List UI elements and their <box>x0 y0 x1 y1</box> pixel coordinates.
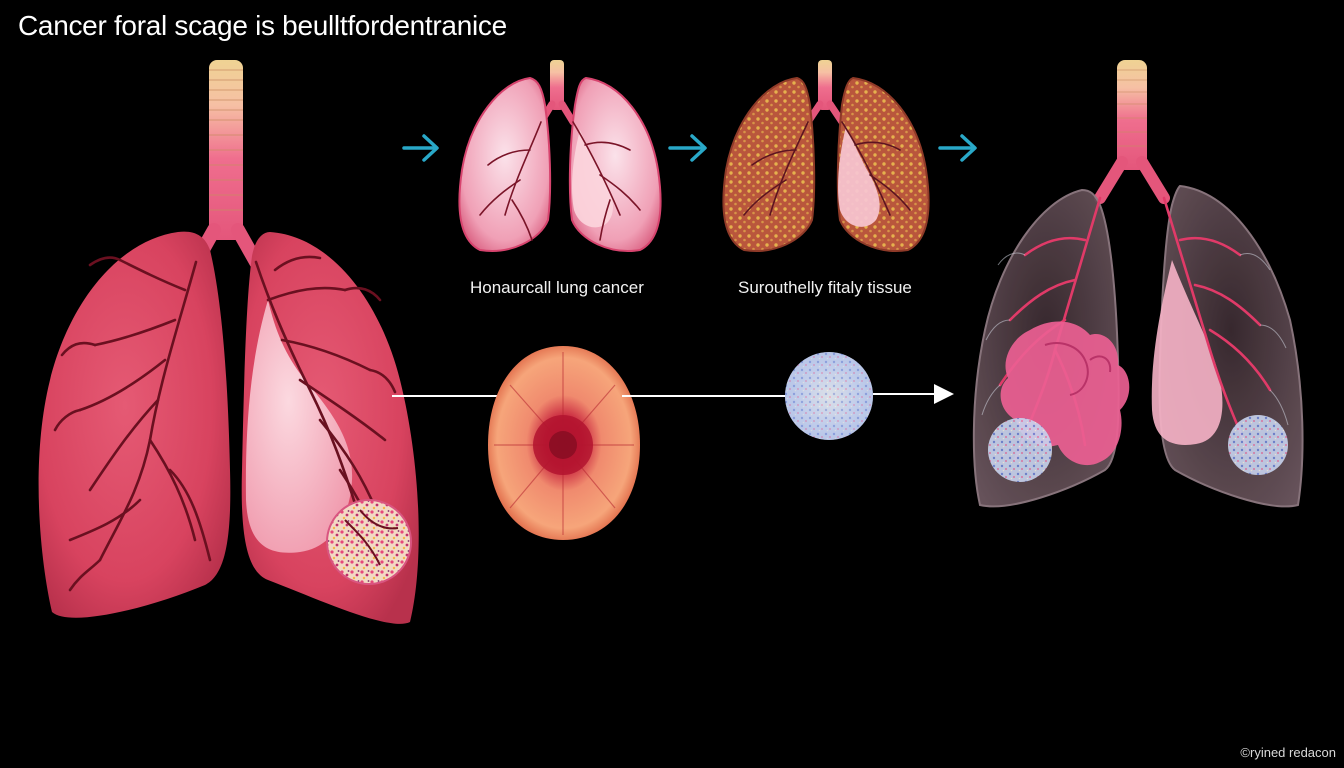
arrow-right-icon <box>668 134 707 162</box>
caption-stage-one: Honaurcall lung cancer <box>470 278 644 297</box>
cell-cluster-right <box>1228 415 1288 475</box>
arrow-right-icon <box>938 134 977 162</box>
arrow-right-icon <box>402 134 439 162</box>
caption-stage-two: Surouthelly fitaly tissue <box>738 278 912 297</box>
stage-one-lungs <box>458 60 662 252</box>
healthy-lungs-illustration <box>38 60 419 624</box>
diagram-title: Cancer foral scage is beulltfordentranic… <box>18 10 507 41</box>
stage-two-lungs <box>722 60 930 252</box>
tumor-vessels <box>344 509 399 566</box>
credit-watermark: ©ryined redacon <box>1240 745 1336 760</box>
cell-closeup <box>785 352 873 440</box>
pleura-pale-region <box>245 300 353 553</box>
trachea-rings <box>209 69 243 211</box>
tumor-cross-section <box>488 346 640 540</box>
cell-cluster-left <box>988 418 1052 482</box>
left-lung-lobe <box>38 231 231 618</box>
bronchial-tree-right <box>254 255 397 562</box>
arrowhead-icon <box>934 384 954 404</box>
bronchial-tree-left <box>53 256 212 592</box>
advanced-cancer-lungs <box>972 60 1304 508</box>
tumor-spot <box>326 499 412 585</box>
